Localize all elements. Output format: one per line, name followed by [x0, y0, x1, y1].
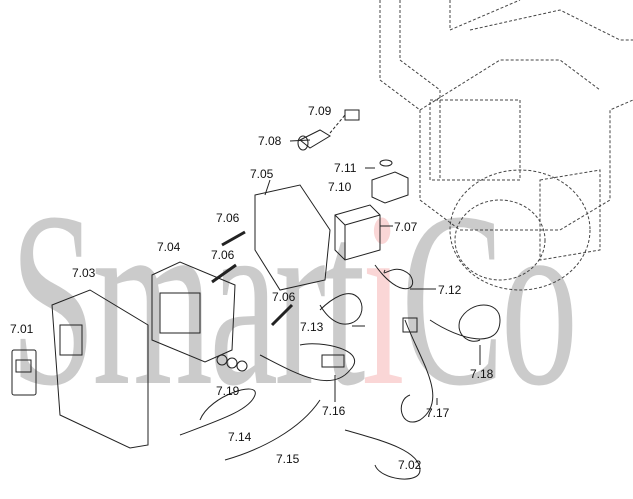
- label-7-08: 7.08: [258, 134, 282, 148]
- watermark-accent: i: [361, 161, 405, 438]
- burner-housing: [379, 0, 633, 291]
- label-7-06-middle: 7.06: [211, 248, 235, 262]
- label-7-17: 7.17: [426, 406, 450, 420]
- cable-7-17: [400, 319, 434, 423]
- label-7-18: 7.18: [470, 367, 494, 381]
- label-7-12: 7.12: [438, 283, 462, 297]
- label-7-02: 7.02: [398, 458, 422, 472]
- label-7-15: 7.15: [276, 452, 300, 466]
- cable-7-15: [224, 399, 321, 461]
- label-7-01: 7.01: [10, 322, 34, 336]
- part-7-07: [334, 204, 381, 261]
- part-7-01: [11, 349, 37, 396]
- part-7-05: [254, 184, 331, 291]
- part-7-03: [51, 289, 149, 449]
- label-7-06-top: 7.06: [216, 211, 240, 225]
- label-7-14: 7.14: [228, 430, 252, 444]
- part-7-08: [299, 129, 331, 149]
- label-7-09: 7.09: [308, 104, 332, 118]
- cable-7-02: [344, 429, 421, 480]
- label-7-07: 7.07: [394, 220, 418, 234]
- cable-7-14: [179, 388, 256, 436]
- label-7-06-bottom: 7.06: [272, 290, 296, 304]
- label-7-04: 7.04: [157, 240, 181, 254]
- part-7-11: [379, 159, 393, 167]
- label-7-16: 7.16: [322, 404, 346, 418]
- part-7-09: [344, 109, 360, 121]
- label-7-11: 7.11: [334, 161, 357, 175]
- label-7-03: 7.03: [72, 266, 96, 280]
- cable-7-16: [259, 343, 355, 382]
- watermark-text: Smart: [10, 161, 365, 438]
- part-7-10: [371, 171, 409, 204]
- cable-7-18: [429, 304, 501, 342]
- label-7-19: 7.19: [216, 384, 240, 398]
- cable-7-12: [374, 264, 414, 290]
- label-7-13: 7.13: [300, 320, 324, 334]
- label-7-10: 7.10: [328, 180, 352, 194]
- cable-7-13: [319, 293, 363, 325]
- part-7-04: [151, 261, 236, 363]
- label-7-05: 7.05: [250, 167, 274, 181]
- watermark: SmartiCo: [10, 175, 578, 425]
